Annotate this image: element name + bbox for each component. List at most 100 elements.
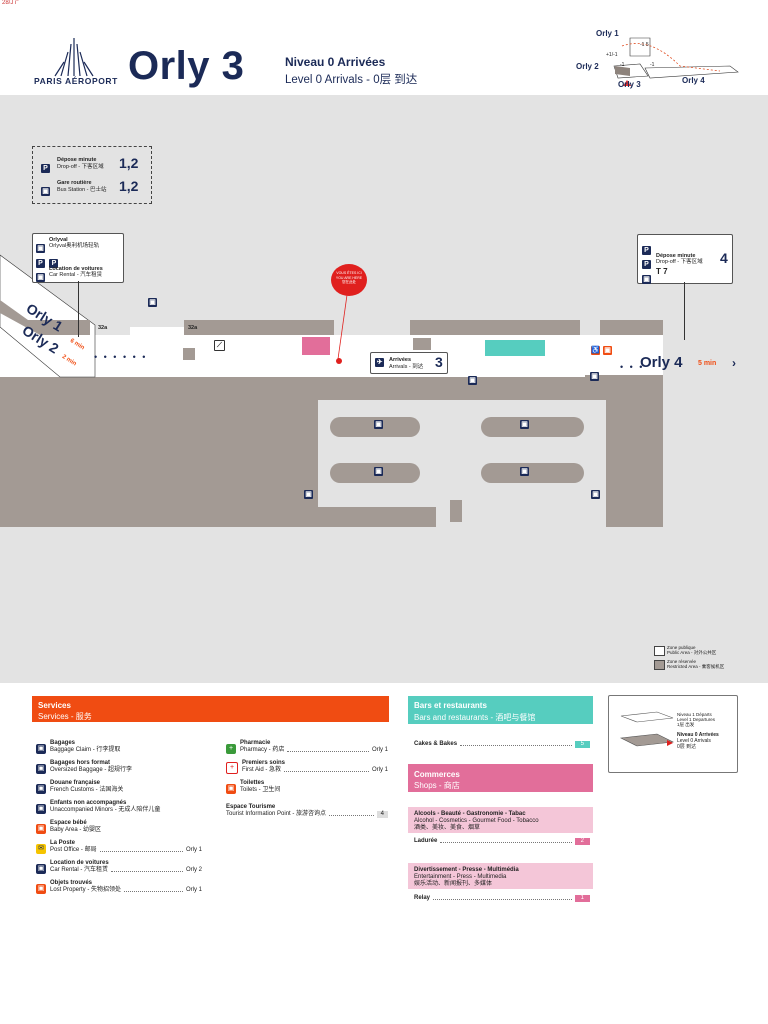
escalator-icon: ⟋ [214,340,225,351]
right-dropoff-label: Dépose minute [656,253,696,259]
service-sub: Tourist Information Point - 旅游咨询点 [226,811,327,817]
baggage-icon-2: ▣ [520,420,529,429]
train-icon: ▣ [36,244,45,253]
orly4-direction: Orly 4 [640,354,683,371]
transit-lines: T 7 [656,267,668,276]
shop-category-2-cn: 娱乐活动、新闻报刊、多媒体 [414,881,493,887]
bars-header: Bars et restaurants Bars and restaurants… [408,696,593,724]
service-sub: Unaccompanied Minors - 无成人陪伴儿童 [50,807,161,813]
service-location: Orly 1 [185,887,202,893]
service-location: Orly 1 [371,767,388,773]
service-sub: Lost Property - 失物招领处 [50,887,122,893]
level-stack-icon [619,711,675,747]
bus-icon: ▣ [41,187,50,196]
service-sub: Pharmacy - 药店 [240,747,285,753]
unaccompanied-minors-icon: ▣ [36,804,46,814]
you-are-here-label: VOUS ÊTES ICI YOU ARE HERE 您在此处 [335,271,363,284]
service-name: Bagages [50,740,76,746]
you-are-here-dot [336,358,342,364]
shop-item-laduree: Ladurée 2 [414,838,590,845]
distance-mid: 32a [188,325,198,331]
service-name: Espace Tourisme [226,804,276,810]
right-box-pointer [684,282,685,340]
shop-category-1-title: Alcools - Beauté - Gastronomie - Tabac [414,811,526,817]
arrivals-num: 3 [435,354,443,370]
level-title-en: Level 0 Arrivals - 0层 到达 [285,74,418,86]
service-sub: Baggage Claim - 行李提取 [50,747,121,753]
car-rental-sub: Car Rental - 汽车租赁 [49,272,103,278]
orly4-arrow-icon: › [732,356,736,370]
car-rental-icon: ▣ [36,864,46,874]
shops-subtitle: Shops - 商店 [414,781,460,790]
level-lower-sub: Level 0 Arrivals [677,738,711,744]
minimap-orly2: Orly 2 [576,62,599,71]
service-sub: Baby Area - 幼婴区 [50,827,102,833]
customs-icon: ▣ [36,784,46,794]
services-subtitle: Services - 服务 [38,712,92,721]
info-desk-icon: ▣ [590,372,599,381]
page-title: Orly 3 [128,44,245,88]
arrivals-sign: ✈ Arrivées Arrivals - 到达 3 [370,352,448,374]
customs-icon: ▣ [468,376,477,385]
service-name: Toilettes [240,780,265,786]
shop-item-name: Ladurée [414,838,438,844]
pharmacy-icon: + [226,744,236,754]
legend-restricted-swatch [654,660,665,670]
legend-restricted-sub: Restricted Area - 乘客候机区 [667,664,725,669]
level-lower-cn: 0层 到达 [677,744,697,750]
minimap-orly4: Orly 4 [682,76,705,85]
baggage-icon: ▣ [36,744,46,754]
service-name: Espace bébé [50,820,87,826]
baby-area-icon: ▣ [148,298,157,307]
oversized-baggage-icon-2: ▣ [591,490,600,499]
dropoff-label: Dépose minute [57,157,97,163]
legend-public-sub: Public Area - 对外公共区 [667,650,717,655]
services-header: Services Services - 服务 [32,696,389,722]
orlyval-pointer [78,281,79,337]
arrivals-sub: Arrivals - 到达 [389,364,424,370]
shop-category-1: Alcools - Beauté - Gastronomie - Tabac A… [408,807,593,833]
minimap-orly3: Orly 3 [618,80,641,89]
service-name: Objets trouvés [50,880,93,886]
first-aid-icon: + [226,762,238,774]
car-rental-icon: ▣ [36,273,45,282]
shop-category-2-title: Divertissement - Presse - Multimédia [414,867,519,873]
you-are-here-line [337,295,348,360]
dropoff-sub: Drop-off - 下客区域 [57,164,104,170]
bus-num: 1,2 [119,178,139,194]
minimap-tag-3: -1 [650,62,655,68]
shop-item-relay: Relay 1 [414,895,590,902]
orly4-dropoff-box: P P Dépose minute Drop-off - 下客区域 4 ▣ T … [637,234,733,284]
walkway-dots-left: • • • • • • [94,352,148,362]
service-location: Orly 2 [185,867,202,873]
toilets-icon: ♿ [591,346,600,355]
bars-title: Bars et restaurants [414,701,487,710]
orlyval-sub: Orlyval奥利机场轻轨 [49,243,100,249]
orlyval-box: ▣ Orlyval Orlyval奥利机场轻轨 P P ▣ Location d… [32,233,124,283]
service-location: Orly 1 [185,847,202,853]
lost-property-icon: ▣ [36,884,46,894]
level-title-fr: Niveau 0 Arrivées [285,55,386,69]
bars-item: Cakes & Bakes 5 [414,741,590,748]
parking-icon-3: P [49,259,59,268]
shops-header: Commerces Shops - 商店 [408,764,593,792]
right-dropoff-num: 4 [720,250,728,266]
service-name: Location de voitures [50,860,109,866]
service-location: Orly 1 [371,747,388,753]
service-sub: First Aid - 急救 [242,767,282,773]
parking-icon-5: P [642,260,651,269]
shop-item-name: Relay [414,895,431,901]
service-sub: Oversized Baggage - 超规行李 [50,767,133,773]
logo-text: PARIS AÉROPORT [34,76,118,86]
service-name: Enfants non accompagnés [50,800,127,806]
post-office-icon: ✉ [36,844,46,854]
